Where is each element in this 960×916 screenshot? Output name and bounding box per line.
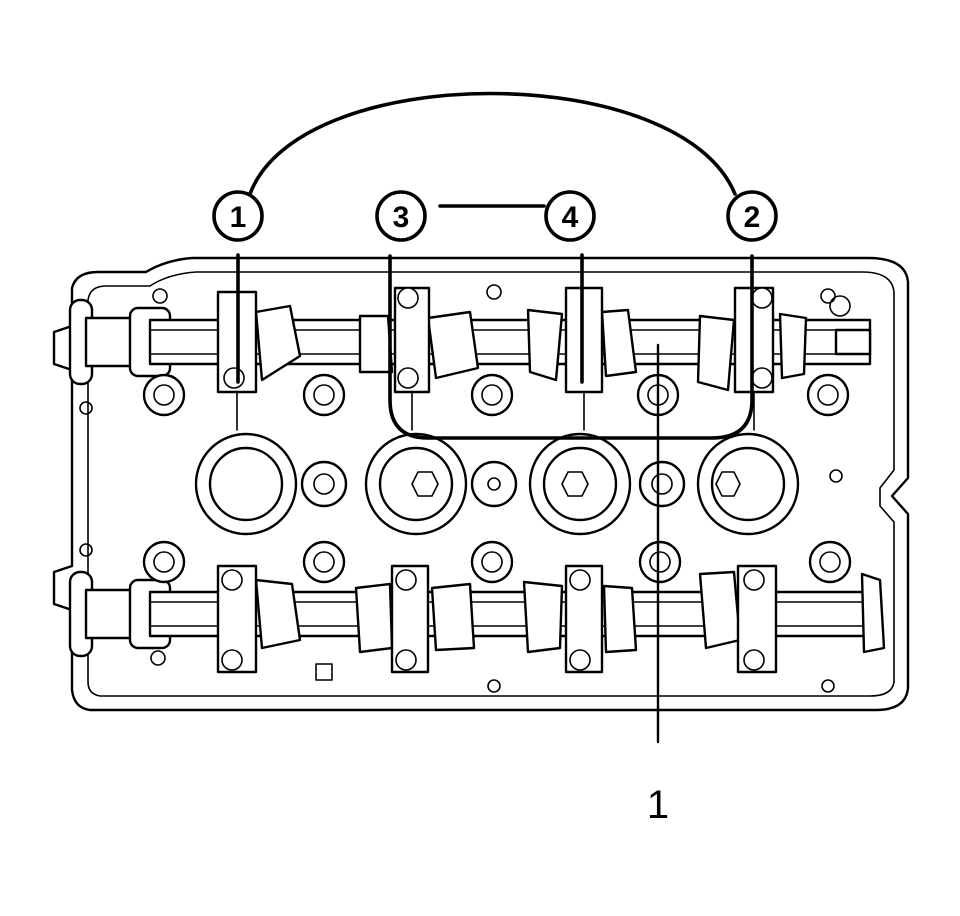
cylinder-head-inner-outline	[87, 271, 895, 697]
callout-2: 2	[726, 190, 778, 242]
mounting-holes	[79, 284, 851, 693]
part-label: 1	[647, 783, 669, 827]
lower-camshaft	[68, 570, 886, 658]
svg-text:2: 2	[744, 201, 761, 234]
center-bolts	[300, 460, 686, 508]
lower-cap-bolts	[221, 569, 765, 671]
spark-plug-wells	[194, 432, 800, 536]
callout-4: 4	[544, 190, 596, 242]
callout-arc-1-2	[248, 91, 737, 196]
callout-3: 3	[375, 190, 427, 242]
svg-text:3: 3	[393, 201, 410, 234]
upper-head-bolts	[142, 373, 850, 417]
svg-text:4: 4	[562, 201, 579, 234]
callout-1: 1	[212, 190, 264, 242]
cylinder-head-outline	[52, 256, 910, 712]
callout-bracket-3-2	[388, 254, 754, 440]
svg-text:1: 1	[230, 201, 247, 234]
lower-head-bolts	[142, 540, 852, 584]
